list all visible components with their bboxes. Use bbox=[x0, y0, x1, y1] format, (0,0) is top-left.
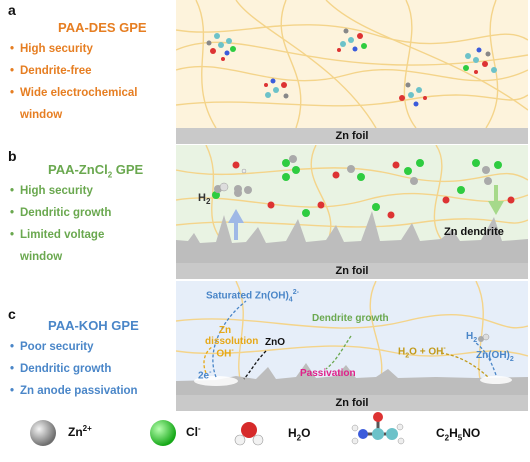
h2-up-arrow bbox=[228, 209, 244, 240]
zno-label: ZnO bbox=[265, 337, 285, 348]
panel-b-label: b bbox=[8, 148, 17, 164]
panel-c-bullet-1: •Poor security bbox=[10, 341, 94, 353]
panel-c-bullet-3: •Zn anode passivation bbox=[10, 385, 138, 397]
molecule-clusters-a bbox=[206, 28, 497, 107]
panel-b-illustration: H2 Zn dendrite bbox=[176, 145, 528, 263]
panel-a-bullet-1: •High security bbox=[10, 43, 93, 55]
passivation-label: Passivation bbox=[300, 368, 356, 379]
panel-c-bullets: •Poor security •Dendritic growth •Zn ano… bbox=[10, 341, 138, 408]
h2-arrow bbox=[475, 342, 497, 376]
legend-zn-label: Zn2+ bbox=[68, 424, 92, 439]
panel-a-bullet-2: •Dendrite-free bbox=[10, 65, 92, 77]
panel-a-bullets: •High security •Dendrite-free •Wide elec… bbox=[10, 43, 138, 132]
dendrite-growth-arrow bbox=[325, 335, 352, 370]
polymer-fibers-a bbox=[176, 0, 528, 128]
panel-c-title: PAA-KOH GPE bbox=[48, 318, 139, 333]
h2-gas-bubbles bbox=[214, 182, 242, 193]
dendrite-down-arrow bbox=[488, 185, 504, 215]
panel-a-zn-foil: Zn foil bbox=[176, 128, 528, 144]
ion-clusters-b bbox=[212, 155, 515, 219]
panel-a-title: PAA-DES GPE bbox=[58, 20, 147, 35]
saturated-label: Saturated Zn(OH)42- bbox=[206, 289, 299, 304]
saturated-arrow bbox=[212, 300, 247, 378]
dissolution-arrow bbox=[203, 346, 213, 374]
h2-label-c: H2 bbox=[466, 331, 478, 344]
water-molecule-icon bbox=[234, 422, 264, 446]
legend-cl-label: Cl- bbox=[186, 424, 201, 439]
panel-a-label: a bbox=[8, 2, 16, 18]
panel-c-zn-foil: Zn foil bbox=[176, 395, 528, 411]
panel-b-bullet-2: •Dendritic growth bbox=[10, 207, 112, 219]
znoh2-label: Zn(OH)2 bbox=[476, 350, 514, 363]
h2-bubble-2 bbox=[482, 333, 490, 341]
panel-a-bullet-3: •Wide electrochemical bbox=[10, 87, 138, 99]
panel-b-bullet-3: •Limited voltage bbox=[10, 229, 105, 241]
h2-bubble-1 bbox=[478, 336, 484, 342]
acetamide-molecule-icon bbox=[351, 412, 405, 445]
panel-a-bullet-4: window bbox=[20, 109, 63, 121]
dendrite-spikes-b bbox=[176, 211, 528, 263]
panel-a-illustration bbox=[176, 0, 528, 128]
legend-c2h5no-label: C2H5NO bbox=[436, 426, 481, 443]
cl-ion-icon bbox=[150, 420, 176, 446]
dendrite-spikes-c bbox=[176, 363, 528, 395]
panel-b-bullet-4: window bbox=[20, 251, 63, 263]
zno-arrow bbox=[243, 350, 267, 380]
zn-dendrite-label: Zn dendrite bbox=[444, 226, 504, 238]
dissolution-label: Zn dissolution OH- bbox=[205, 325, 259, 360]
legend-h2o-label: H2O bbox=[288, 426, 311, 443]
zn-ion-icon bbox=[30, 420, 56, 446]
dendrite-growth-label: Dendrite growth bbox=[312, 313, 389, 324]
h2-label: H2 bbox=[198, 192, 211, 206]
h2o-oh-label: H2O + OH- bbox=[398, 345, 446, 360]
panel-c-bullet-2: •Dendritic growth bbox=[10, 363, 112, 375]
panel-b-zn-foil: Zn foil bbox=[176, 263, 528, 279]
panel-c-label: c bbox=[8, 306, 16, 322]
panel-c-illustration bbox=[176, 281, 528, 395]
panel-b-title: PAA-ZnCl2 GPE bbox=[48, 162, 144, 180]
panel-b-bullet-1: •High security bbox=[10, 185, 93, 197]
panel-b-bullets: •High security •Dendritic growth •Limite… bbox=[10, 185, 112, 274]
two-electron-label: 2e- bbox=[198, 369, 212, 382]
